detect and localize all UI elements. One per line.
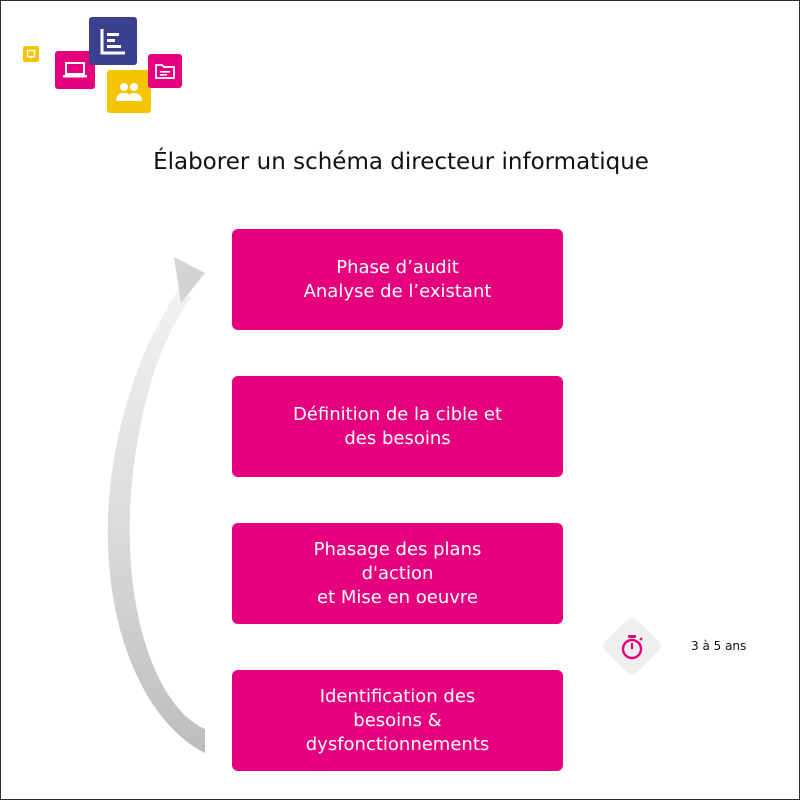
step-audit: Phase d’audit Analyse de l’existant: [232, 229, 563, 330]
step-definition-line-1: Définition de la cible et: [292, 403, 503, 425]
tablet-icon: [23, 46, 39, 62]
step-identification-line-1: Identification des: [319, 685, 476, 707]
duration-label: 3 à 5 ans: [691, 639, 747, 653]
step-phasage-line-3: et Mise en oeuvre: [317, 586, 478, 608]
step-identification-line-3: dysfonctionnements: [305, 733, 490, 755]
step-definition-line-2: des besoins: [344, 427, 451, 449]
people-icon: [107, 70, 151, 113]
folder-icon: [148, 54, 182, 88]
step-phasage-line-1: Phasage des plans: [313, 538, 482, 560]
step-definition: Définition de la cible et des besoins: [232, 376, 563, 477]
step-identification-line-2: besoins &: [353, 709, 442, 731]
laptop-icon: [55, 51, 95, 89]
diagram-title: Élaborer un schéma directeur informatiqu…: [153, 149, 649, 175]
stopwatch-icon: [603, 617, 661, 675]
cycle-arrow: [107, 257, 205, 753]
step-audit-line-2: Analyse de l’existant: [303, 280, 492, 302]
step-phasage-line-2: d'action: [361, 562, 434, 584]
chart-icon: [89, 17, 137, 65]
step-audit-line-1: Phase d’audit: [336, 256, 459, 278]
step-phasage: Phasage des plans d'action et Mise en oe…: [232, 523, 563, 624]
step-identification: Identification des besoins & dysfonction…: [232, 670, 563, 771]
